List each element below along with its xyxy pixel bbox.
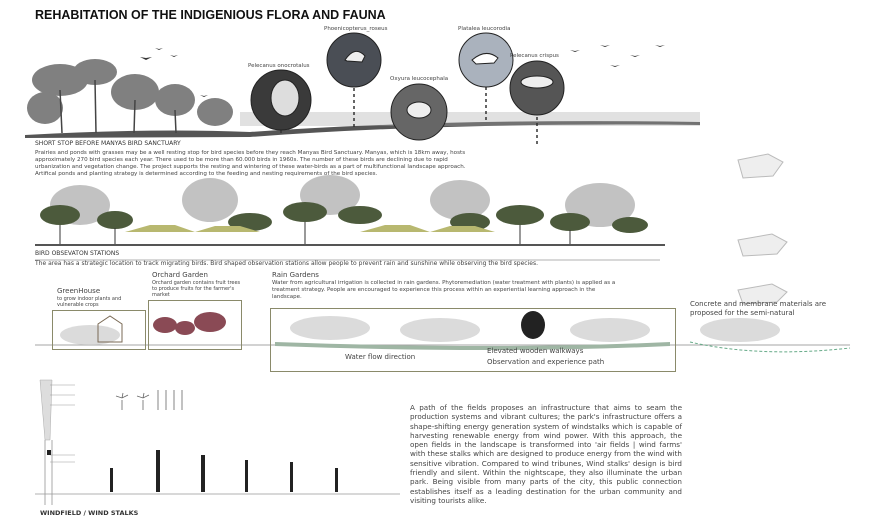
greenhouse-title: GreenHouse (57, 287, 101, 295)
water-flow-label: Water flow direction (345, 353, 416, 361)
flying-birds-icon (140, 45, 665, 97)
greenhouse-box (52, 310, 146, 350)
observation-panorama (35, 175, 665, 261)
windstalk-diagram (35, 379, 400, 505)
concrete-note: Concrete and membrane materials are prop… (690, 300, 827, 317)
short-stop-text: Prairies and ponds with grasses may be a… (35, 150, 466, 177)
rain-gardens-text: Water from agricultural irrigation is co… (272, 280, 616, 300)
concrete-sketches (737, 153, 788, 305)
observation-text: The area has a strategic location to tra… (35, 260, 538, 267)
bird-label: Oxyura leucocephala (390, 76, 449, 82)
rain-gardens-title: Rain Gardens (272, 271, 319, 279)
short-stop-heading: SHORT STOP BEFORE MANYAS BIRD SANCTUARY (35, 140, 181, 147)
windfield-heading: WINDFIELD / WIND STALKS (40, 509, 139, 517)
bird-label: Pelecanus crispus (510, 53, 559, 59)
bird-label: Pelecanus onocrotalus (248, 63, 310, 69)
rain-garden-section (35, 311, 851, 353)
orchard-text: Orchard garden contains fruit trees to p… (152, 280, 241, 298)
top-landscape (25, 32, 700, 145)
bird-label: Phoenicopterus_roseus (324, 26, 388, 32)
windfield-text: A path of the fields proposes an infrast… (410, 403, 682, 505)
observation-path-label: Observation and experience path (487, 358, 605, 366)
orchard-title: Orchard Garden (152, 271, 208, 279)
orchard-box (148, 300, 242, 350)
rain-gardens-box (270, 308, 676, 372)
page-title: REHABITATION OF THE INDIGENIOUS FLORA AN… (35, 8, 386, 22)
walkways-label: Elevated wooden walkways (487, 347, 584, 355)
bird-label: Platalea leucorodia (458, 26, 511, 32)
bird-photos (250, 32, 565, 141)
observation-heading: BIRD OBSEVATON STATIONS (35, 250, 120, 257)
greenhouse-text: to grow indoor plants and vulnerable cro… (57, 296, 122, 308)
